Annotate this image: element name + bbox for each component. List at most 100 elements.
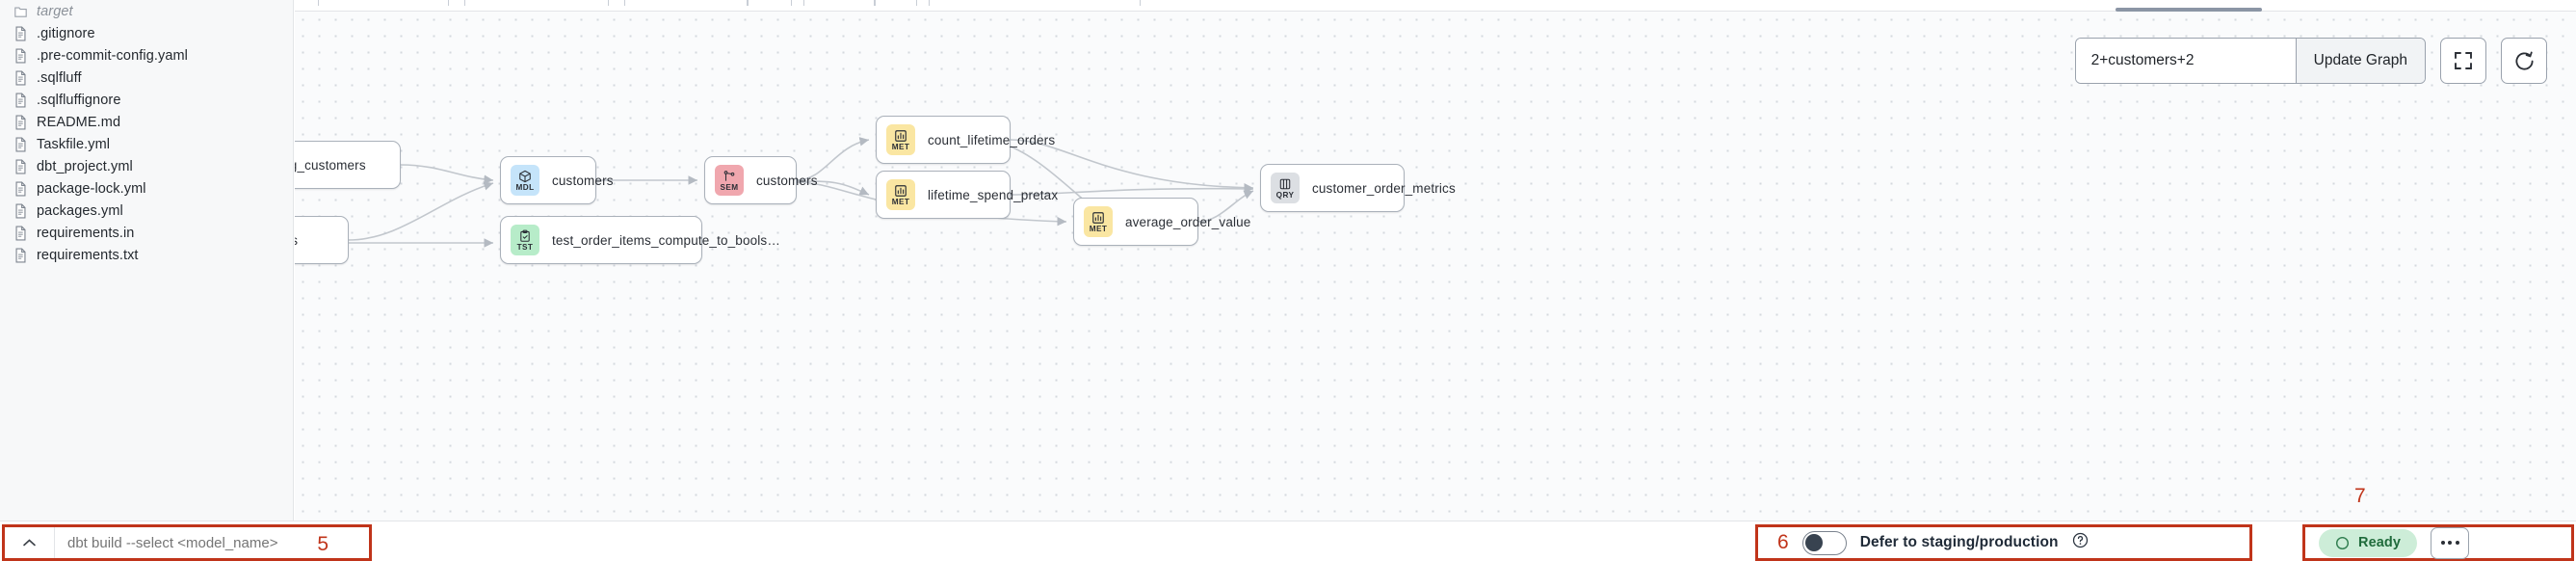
editor-tab-strip[interactable] <box>295 0 2576 12</box>
graph-node[interactable]: MDLstg_customers <box>295 141 401 189</box>
graph-toolbar: Update Graph <box>2074 38 2547 84</box>
defer-label: Defer to staging/production <box>1859 534 2059 550</box>
file-item[interactable]: README.md <box>0 111 293 133</box>
file-label: .gitignore <box>37 25 95 41</box>
annotation-6: 6 <box>1777 531 1789 553</box>
node-type-label: MET <box>1089 224 1108 233</box>
node-label: count_lifetime_orders <box>928 132 1056 147</box>
annotation-5: 5 <box>317 533 329 555</box>
ellipsis-icon[interactable] <box>2431 526 2470 559</box>
node-type-label: MET <box>891 142 910 151</box>
file-label: Taskfile.yml <box>37 136 111 152</box>
node-label: customers <box>756 173 818 188</box>
fullscreen-icon[interactable] <box>2440 38 2486 84</box>
graph-node[interactable]: MET lifetime_spend_pretax <box>876 171 1058 219</box>
file-label: target <box>37 3 73 19</box>
tab-stub[interactable] <box>748 0 792 6</box>
active-tab-indicator <box>2116 8 2262 12</box>
tab-stub[interactable] <box>624 0 748 6</box>
node-label: orders <box>295 233 298 248</box>
node-label: test_order_items_compute_to_bools… <box>552 232 780 248</box>
file-icon <box>13 93 28 108</box>
file-label: requirements.txt <box>37 247 139 263</box>
file-label: README.md <box>37 114 121 130</box>
tab-stub-active[interactable] <box>929 0 1141 6</box>
tab-stub[interactable] <box>318 0 449 6</box>
defer-toggle[interactable] <box>1801 530 1847 555</box>
file-label: requirements.in <box>37 225 135 241</box>
node-label: customer_order_metrics <box>1312 180 1456 196</box>
file-icon <box>13 159 28 174</box>
file-item[interactable]: requirements.in <box>0 222 293 244</box>
graph-node[interactable]: MET count_lifetime_orders <box>876 116 1055 164</box>
tab-stub[interactable] <box>875 0 917 6</box>
graph-node[interactable]: MDL customers <box>500 156 613 204</box>
file-item[interactable]: requirements.txt <box>0 244 293 266</box>
graph-node[interactable]: QRY customer_order_metrics <box>1260 164 1456 212</box>
chevron-up-icon[interactable] <box>5 527 55 558</box>
status-control: Ready <box>2302 524 2574 561</box>
metric-badge: MET <box>886 179 915 210</box>
file-icon <box>13 26 28 41</box>
lineage-graph-pane: MDLstg_customersMDLorders MDL customersTST… <box>295 0 2576 521</box>
node-label: lifetime_spend_pretax <box>928 187 1059 202</box>
file-icon <box>13 137 28 152</box>
refresh-icon[interactable] <box>2501 38 2547 84</box>
file-label: .sqlfluff <box>37 69 82 86</box>
file-item[interactable]: .pre-commit-config.yaml <box>0 44 293 67</box>
node-label: average_order_value <box>1125 214 1251 229</box>
file-icon <box>13 48 28 64</box>
tab-stub[interactable] <box>464 0 609 6</box>
file-list: target .gitignore .pre-commit-config.yaml.… <box>0 0 293 266</box>
graph-node[interactable]: MDLorders <box>295 216 349 264</box>
file-label: .pre-commit-config.yaml <box>37 47 188 64</box>
file-item[interactable]: Taskfile.yml <box>0 133 293 155</box>
command-bar[interactable]: 5 <box>2 524 372 561</box>
node-type-label: MDL <box>515 182 535 192</box>
file-icon <box>13 115 28 130</box>
annotation-7: 7 <box>2354 485 2366 507</box>
graph-edges <box>348 137 1254 248</box>
saved-query-badge: QRY <box>1271 173 1300 203</box>
file-item[interactable]: dbt_project.yml <box>0 155 293 177</box>
file-icon <box>13 70 28 86</box>
file-label: .sqlfluffignore <box>37 92 121 108</box>
help-circle-icon[interactable] <box>2072 532 2089 553</box>
command-input[interactable] <box>55 527 369 558</box>
graph-selector-input[interactable] <box>2075 39 2296 83</box>
semantic-model-badge: SEM <box>715 165 744 196</box>
file-explorer[interactable]: target .gitignore .pre-commit-config.yaml.… <box>0 0 294 521</box>
file-item[interactable]: .sqlfluffignore <box>0 89 293 111</box>
file-item[interactable]: .sqlfluff <box>0 67 293 89</box>
graph-canvas[interactable]: MDLstg_customersMDLorders MDL customersTST… <box>295 12 2576 521</box>
file-icon <box>13 248 28 263</box>
status-badge[interactable]: Ready <box>2319 528 2418 557</box>
file-icon <box>13 226 28 241</box>
graph-node[interactable]: TST test_order_items_compute_to_bools… <box>500 216 780 264</box>
node-type-label: MET <box>891 197 910 206</box>
file-item[interactable]: packages.yml <box>0 200 293 222</box>
file-item[interactable]: target <box>0 0 293 22</box>
update-graph-button[interactable]: Update Graph <box>2295 39 2425 83</box>
graph-selector-group[interactable]: Update Graph <box>2074 38 2426 84</box>
circle-icon <box>2335 536 2350 549</box>
node-type-label: SEM <box>720 182 739 192</box>
file-label: packages.yml <box>37 202 123 219</box>
file-item[interactable]: .gitignore <box>0 22 293 44</box>
file-label: dbt_project.yml <box>37 158 133 174</box>
test-badge: TST <box>511 225 539 255</box>
tab-stub[interactable] <box>803 0 875 6</box>
graph-node[interactable]: SEM customers <box>704 156 817 204</box>
metric-badge: MET <box>1084 206 1113 237</box>
node-type-label: TST <box>516 242 534 252</box>
metric-badge: MET <box>886 124 915 155</box>
folder-icon <box>13 4 28 19</box>
node-type-label: QRY <box>1275 190 1295 200</box>
node-label: stg_customers <box>295 157 366 173</box>
file-icon <box>13 181 28 197</box>
model-badge: MDL <box>511 165 539 196</box>
node-label: customers <box>552 173 614 188</box>
file-icon <box>13 203 28 219</box>
graph-node[interactable]: MET average_order_value <box>1073 198 1250 246</box>
file-item[interactable]: package-lock.yml <box>0 177 293 200</box>
